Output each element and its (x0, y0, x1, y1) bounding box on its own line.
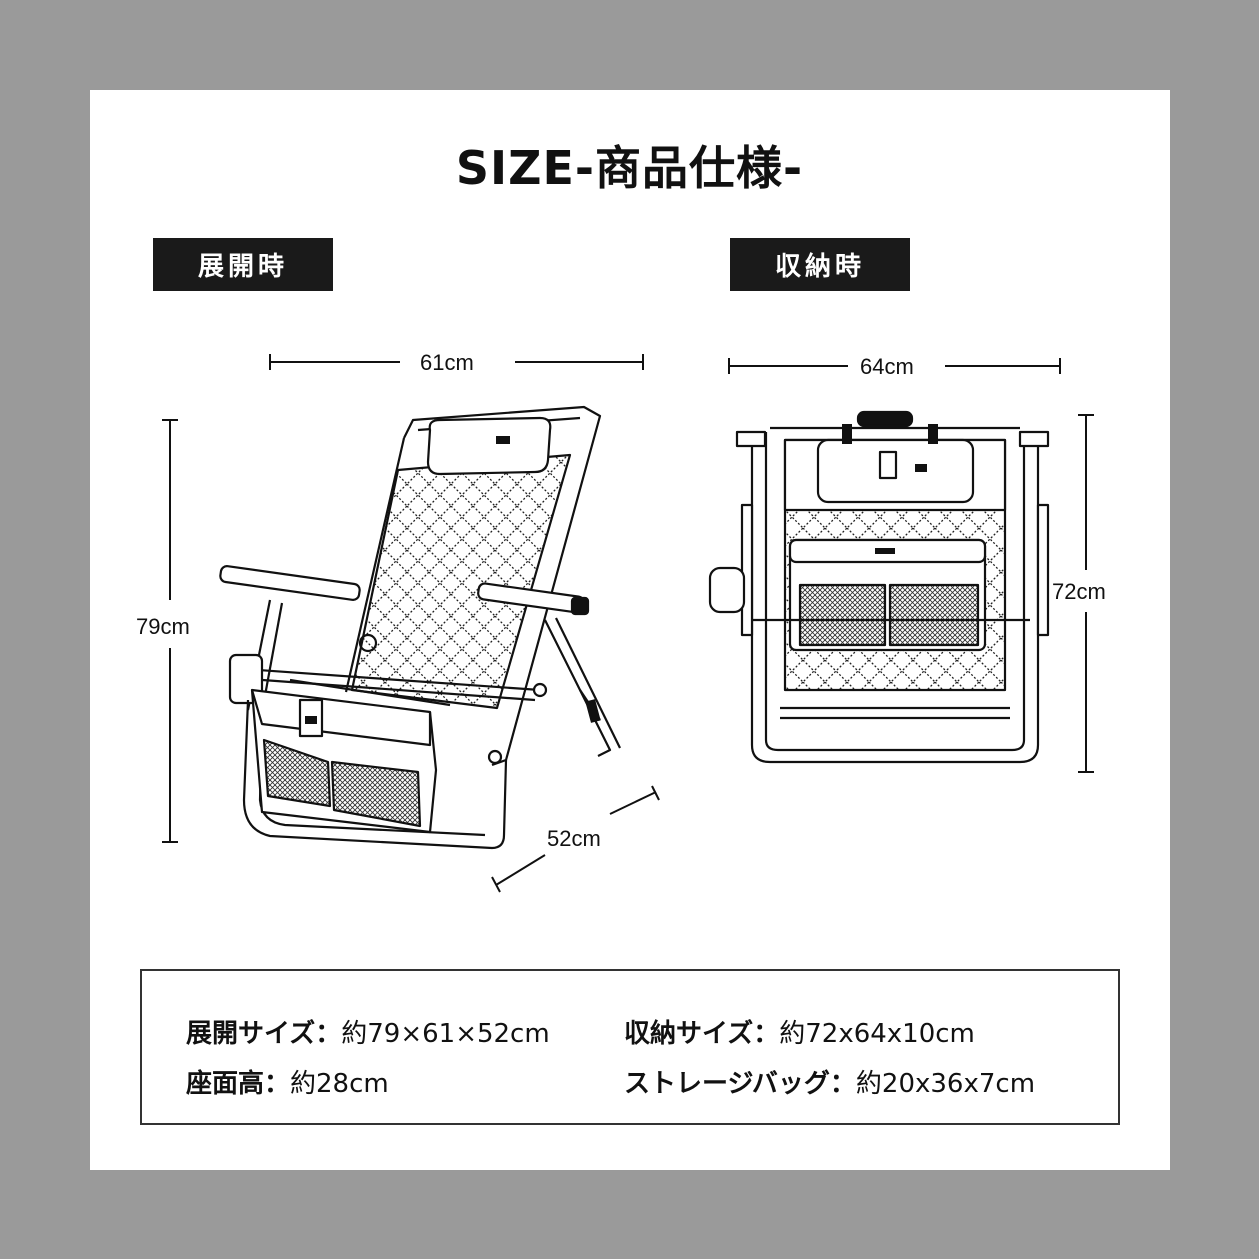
stored-chair-illustration (708, 410, 1050, 764)
open-height-dimension: 79cm (136, 614, 190, 639)
spec-table (140, 969, 1120, 1125)
open-chair-illustration (219, 405, 621, 850)
spec-value: 約28cm (290, 1069, 389, 1099)
spec-key: ストレージバッグ： (624, 1069, 856, 1099)
spec-stored-size: 収納サイズ：約72x64x10cm (624, 1013, 975, 1050)
stored-height-dimension: 72cm (1052, 579, 1106, 604)
spec-key: 座面高： (186, 1069, 291, 1099)
open-depth-dimension: 52cm (547, 826, 601, 851)
spec-key: 展開サイズ： (186, 1019, 342, 1049)
dimension-lines-stored (728, 358, 1094, 773)
spec-value: 約72x64x10cm (779, 1019, 975, 1049)
page-title: SIZE-商品仕様- (455, 141, 804, 195)
spec-storage-bag: ストレージバッグ：約20x36x7cm (624, 1063, 1035, 1100)
spec-open-size: 展開サイズ：約79×61×52cm (186, 1013, 550, 1050)
open-state-label: 展開時 (153, 238, 333, 291)
spec-key: 収納サイズ： (624, 1019, 780, 1049)
stored-state-label: 収納時 (730, 238, 910, 291)
dimension-lines-open (162, 354, 660, 893)
spec-seat-height: 座面高：約28cm (186, 1063, 389, 1100)
stored-width-dimension: 64cm (860, 354, 914, 379)
open-width-dimension: 61cm (420, 350, 474, 375)
spec-value: 約20x36x7cm (855, 1069, 1036, 1099)
spec-value: 約79×61×52cm (341, 1019, 550, 1049)
